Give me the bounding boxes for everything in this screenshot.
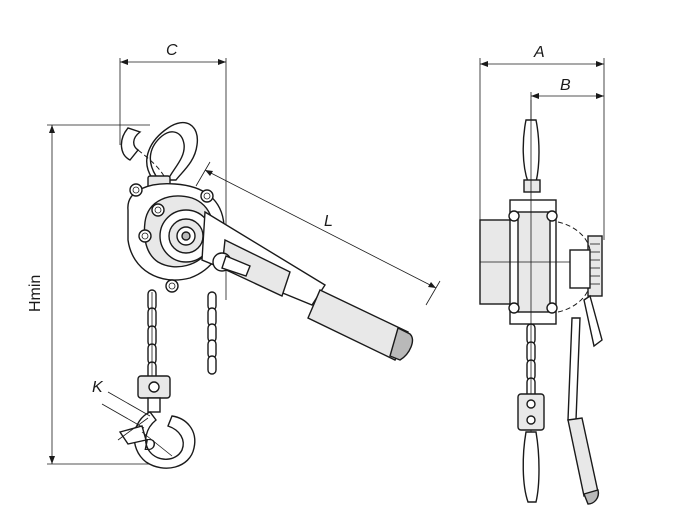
dimension-d: D [141,431,173,457]
dimension-a-label: A [533,44,545,61]
side-view: A B [479,44,605,505]
dimension-k: K [92,379,151,429]
side-body [479,199,603,348]
side-lever-handle [567,317,600,505]
top-hook [120,122,199,191]
body-bolts [129,183,214,293]
bottom-hook [117,375,196,469]
dimension-b-label: B [560,77,571,94]
dimension-b: B [530,77,604,130]
dimension-hmin-label: Hmin [27,275,44,312]
dimension-d-label: D [144,437,156,454]
dimension-l: L [195,161,441,306]
dimension-k-label: K [92,379,104,396]
dimension-c-label: C [166,42,178,59]
hand-chain [207,291,217,375]
front-view: C Hmin L [27,42,441,469]
side-load-chain [526,100,536,500]
load-chain [147,289,157,383]
dimension-a: A [479,44,605,240]
dimension-hmin: Hmin [27,124,160,465]
side-top-hook [522,119,541,193]
side-bottom-hook [517,393,545,503]
lever-handle [201,210,414,361]
dimension-l-label: L [324,213,333,230]
